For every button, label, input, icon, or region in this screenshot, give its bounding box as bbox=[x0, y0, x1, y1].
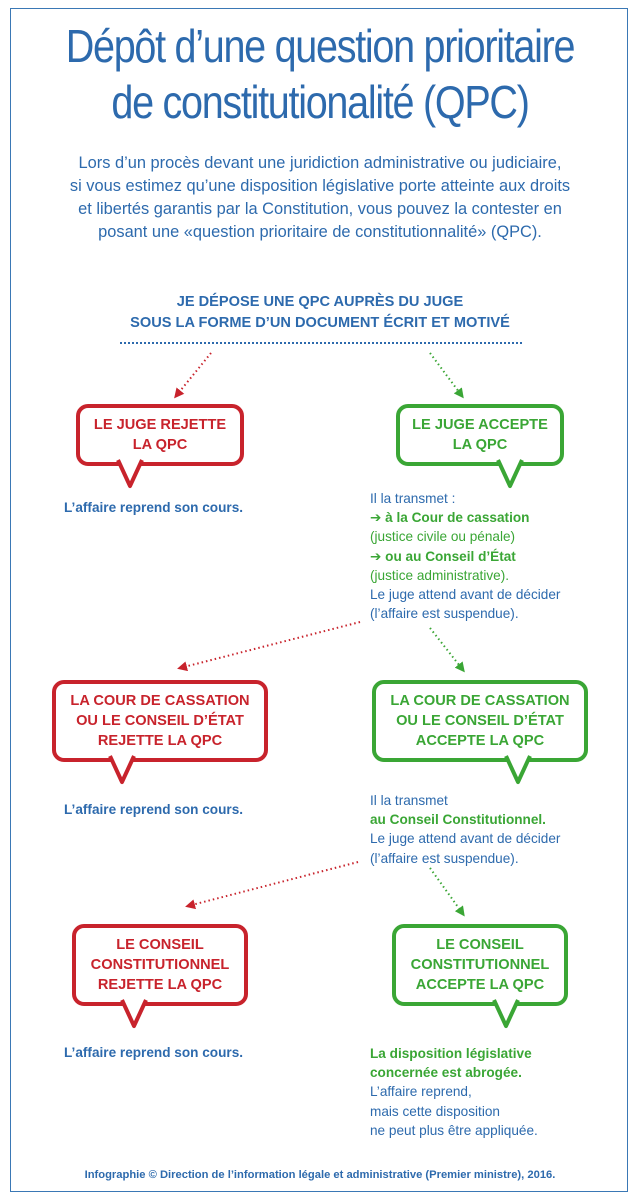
council-accepts-bubble: LE CONSEIL CONSTITUTIONNEL ACCEPTE LA QP… bbox=[392, 924, 568, 1028]
judge-accepts-info: Il la transmet : ➔ à la Cour de cassatio… bbox=[370, 489, 560, 623]
info-line: mais cette disposition bbox=[370, 1103, 500, 1119]
info-line: ne peut plus être appliquée. bbox=[370, 1122, 538, 1138]
start-line-1: JE DÉPOSE UNE QPC AUPRÈS DU JUGE bbox=[176, 294, 464, 310]
info-line: (l’affaire est suspendue). bbox=[370, 606, 519, 622]
council-rejects-bubble: LE CONSEIL CONSTITUTIONNEL REJETTE LA QP… bbox=[72, 924, 248, 1028]
bubble-tail bbox=[492, 999, 520, 1028]
bubble-tail bbox=[116, 459, 144, 488]
start-line-2: SOUS LA FORME D’UN DOCUMENT ÉCRIT ET MOT… bbox=[130, 315, 510, 331]
bubble-text: LA QPC bbox=[452, 437, 508, 453]
bubble-text: ACCEPTE LA QPC bbox=[415, 977, 545, 993]
info-line: Il la transmet bbox=[370, 793, 448, 808]
bubble-text: LA COUR DE CASSATION bbox=[70, 693, 250, 709]
bubble-text: OU LE CONSEIL D’ÉTAT bbox=[76, 713, 244, 729]
court-accepts-bubble: LA COUR DE CASSATION OU LE CONSEIL D’ÉTA… bbox=[372, 680, 588, 784]
judge-accepts-bubble: LE JUGE ACCEPTE LA QPC bbox=[396, 404, 564, 488]
title-line-2: de constitutionalité (QPC) bbox=[111, 76, 530, 128]
info-line: ➔ ou au Conseil d’État bbox=[370, 548, 516, 564]
info-line: au Conseil Constitutionnel. bbox=[370, 812, 546, 828]
info-line: (l’affaire est suspendue). bbox=[370, 850, 519, 866]
page-title: Dépôt d’une question prioritaire de cons… bbox=[45, 18, 595, 130]
bubble-text: OU LE CONSEIL D’ÉTAT bbox=[396, 713, 564, 729]
info-line: (justice civile ou pénale) bbox=[370, 529, 516, 545]
intro-line: Lors d’un procès devant une juridiction … bbox=[78, 154, 562, 172]
info-line: Le juge attend avant de décider bbox=[370, 587, 561, 603]
bubble-text: LE JUGE REJETTE bbox=[93, 417, 227, 433]
info-line: concernée est abrogée. bbox=[370, 1065, 522, 1081]
start-step-heading: JE DÉPOSE UNE QPC AUPRÈS DU JUGE SOUS LA… bbox=[0, 292, 640, 334]
bubble-text: CONSTITUTIONNEL bbox=[410, 957, 550, 973]
intro-line: et libertés garantis par la Constitution… bbox=[78, 200, 562, 218]
intro-paragraph: Lors d’un procès devant une juridiction … bbox=[20, 152, 620, 244]
credit-line: Infographie © Direction de l’information… bbox=[84, 1169, 556, 1181]
bubble-text: LE CONSEIL bbox=[436, 937, 524, 953]
intro-line: si vous estimez qu’une disposition légis… bbox=[69, 177, 571, 195]
bubble-text: LA COUR DE CASSATION bbox=[390, 693, 570, 709]
council-rejects-outcome: L’affaire reprend son cours. bbox=[64, 1045, 244, 1060]
bubble-text: REJETTE LA QPC bbox=[97, 733, 223, 749]
council-accepts-info: La disposition législative concernée est… bbox=[370, 1044, 538, 1140]
intro-line: posant une «question prioritaire de cons… bbox=[98, 223, 542, 241]
judge-rejects-bubble: LE JUGE REJETTE LA QPC bbox=[76, 404, 244, 488]
bubble-text: LE JUGE ACCEPTE bbox=[412, 417, 548, 433]
info-line: (justice administrative). bbox=[370, 567, 509, 583]
bubble-text: REJETTE LA QPC bbox=[97, 977, 223, 993]
court-accepts-info: Il la transmet au Conseil Constitutionne… bbox=[370, 791, 560, 868]
bubble-text: ACCEPTE LA QPC bbox=[415, 733, 545, 749]
bubble-text: LE CONSEIL bbox=[116, 937, 204, 953]
bubble-text: CONSTITUTIONNEL bbox=[90, 957, 230, 973]
infographic-frame bbox=[10, 8, 628, 1192]
info-line: L’affaire reprend, bbox=[370, 1084, 472, 1100]
info-line: Il la transmet : bbox=[370, 491, 456, 506]
bubble-tail bbox=[108, 755, 136, 784]
bubble-tail bbox=[496, 459, 524, 488]
title-line-1: Dépôt d’une question prioritaire bbox=[65, 20, 576, 72]
info-line: Le juge attend avant de décider bbox=[370, 831, 561, 847]
court-rejects-bubble: LA COUR DE CASSATION OU LE CONSEIL D’ÉTA… bbox=[52, 680, 268, 784]
bubble-tail bbox=[504, 755, 532, 784]
start-divider bbox=[120, 342, 522, 344]
info-line: ➔ à la Cour de cassation bbox=[370, 510, 530, 526]
bubble-tail bbox=[120, 999, 148, 1028]
info-line: La disposition législative bbox=[370, 1046, 532, 1061]
bubble-text: LA QPC bbox=[132, 437, 188, 453]
judge-rejects-outcome: L’affaire reprend son cours. bbox=[64, 500, 244, 515]
court-rejects-outcome: L’affaire reprend son cours. bbox=[64, 802, 244, 817]
